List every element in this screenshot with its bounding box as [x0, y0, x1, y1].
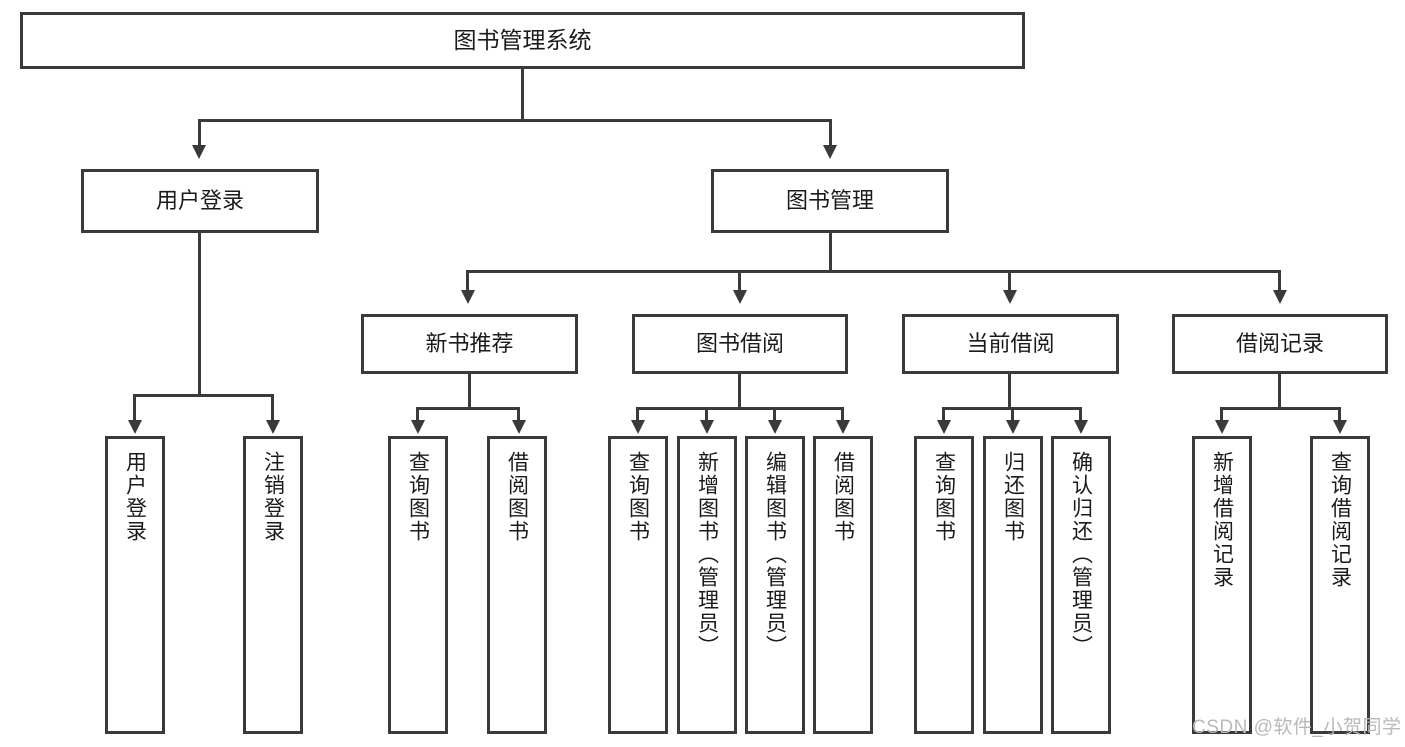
- arrow-nbr-to-leaf-1: [411, 420, 425, 434]
- arrow-cb-to-leaf-3: [1074, 420, 1088, 434]
- edge-cb-to-leaf-1: [942, 407, 945, 422]
- arrow-root-to-user-login: [192, 145, 206, 159]
- node-leaf-query-book-2[interactable]: 查询图书: [608, 436, 668, 734]
- node-leaf-query-record[interactable]: 查询借阅记录: [1310, 436, 1370, 734]
- node-new-book-recommend[interactable]: 新书推荐: [361, 314, 578, 374]
- edge-user-login-to-leaf-1: [133, 394, 136, 422]
- edge-root-to-user-login: [198, 119, 201, 147]
- arrow-bb-to-leaf-3: [768, 420, 782, 434]
- arrow-user-login-to-leaf-1: [128, 420, 142, 434]
- node-label: 确认归还（管理员）: [1069, 451, 1093, 658]
- edge-nbr-bus: [416, 407, 520, 410]
- arrow-user-login-to-leaf-2: [266, 420, 280, 434]
- node-label: 新书推荐: [425, 331, 514, 357]
- arrow-cb-to-leaf-1: [937, 420, 951, 434]
- node-root-system[interactable]: 图书管理系统: [20, 12, 1025, 69]
- arrow-bm-to-book-borrow: [733, 290, 747, 304]
- node-leaf-user-logout[interactable]: 注销登录: [243, 436, 303, 734]
- edge-nbr-down: [468, 374, 471, 410]
- edge-br-down: [1278, 374, 1281, 410]
- arrow-br-to-leaf-2: [1333, 420, 1347, 434]
- node-leaf-add-record[interactable]: 新增借阅记录: [1192, 436, 1252, 734]
- edge-root-down: [521, 69, 524, 121]
- edge-bb-bus: [636, 407, 843, 410]
- edge-user-login-bus: [133, 394, 273, 397]
- csdn-watermark: CSDN @软件_小贺同学: [1192, 717, 1402, 738]
- node-label: 查询图书: [626, 451, 650, 543]
- edge-bm-to-borrow-record: [1278, 270, 1281, 292]
- node-label: 图书管理系统: [453, 26, 592, 53]
- node-leaf-confirm-return[interactable]: 确认归还（管理员）: [1051, 436, 1111, 734]
- arrow-bb-to-leaf-1: [631, 420, 645, 434]
- edge-bb-to-leaf-2: [705, 407, 708, 422]
- edge-bb-down: [738, 374, 741, 410]
- node-leaf-query-book-1[interactable]: 查询图书: [388, 436, 448, 734]
- edge-book-manage-down: [829, 233, 832, 272]
- node-leaf-borrow-book-1[interactable]: 借阅图书: [487, 436, 547, 734]
- node-leaf-borrow-book-2[interactable]: 借阅图书: [813, 436, 873, 734]
- edge-br-to-leaf-2: [1338, 407, 1341, 422]
- node-book-manage[interactable]: 图书管理: [711, 169, 949, 233]
- edge-bb-to-leaf-1: [636, 407, 639, 422]
- node-leaf-user-login[interactable]: 用户登录: [105, 436, 165, 734]
- node-label: 借阅图书: [505, 451, 529, 543]
- edge-root-bus: [198, 119, 831, 122]
- arrow-bb-to-leaf-2: [700, 420, 714, 434]
- node-label: 新增借阅记录: [1210, 451, 1234, 589]
- node-label: 用户登录: [155, 188, 244, 214]
- node-label: 当前借阅: [966, 331, 1055, 357]
- node-label: 编辑图书（管理员）: [763, 451, 787, 658]
- edge-nbr-to-leaf-2: [517, 407, 520, 422]
- node-label: 新增图书（管理员）: [695, 451, 719, 658]
- node-leaf-add-book[interactable]: 新增图书（管理员）: [677, 436, 737, 734]
- edge-book-manage-bus: [466, 270, 1280, 273]
- node-leaf-query-book-3[interactable]: 查询图书: [914, 436, 974, 734]
- edge-cb-down: [1008, 374, 1011, 410]
- arrow-bb-to-leaf-4: [836, 420, 850, 434]
- node-label: 归还图书: [1001, 451, 1025, 543]
- edge-br-bus: [1220, 407, 1340, 410]
- node-label: 图书借阅: [695, 331, 784, 357]
- node-label: 图书管理: [785, 188, 874, 214]
- arrow-bm-to-borrow-record: [1273, 290, 1287, 304]
- node-book-borrow[interactable]: 图书借阅: [632, 314, 848, 374]
- node-user-login[interactable]: 用户登录: [81, 169, 319, 233]
- node-label: 用户登录: [123, 451, 147, 543]
- edge-nbr-to-leaf-1: [416, 407, 419, 422]
- node-label: 借阅图书: [831, 451, 855, 543]
- node-label: 查询图书: [932, 451, 956, 543]
- edge-cb-to-leaf-2: [1011, 407, 1014, 422]
- edge-user-login-to-leaf-2: [271, 394, 274, 422]
- edge-bm-to-current-borrow: [1008, 270, 1011, 292]
- node-label: 查询借阅记录: [1328, 451, 1352, 589]
- arrow-nbr-to-leaf-2: [512, 420, 526, 434]
- arrow-br-to-leaf-1: [1215, 420, 1229, 434]
- arrow-root-to-book-manage: [823, 145, 837, 159]
- edge-br-to-leaf-1: [1220, 407, 1223, 422]
- edge-bb-to-leaf-3: [773, 407, 776, 422]
- node-leaf-return-book[interactable]: 归还图书: [983, 436, 1043, 734]
- edge-bm-to-new-book: [466, 270, 469, 292]
- arrow-cb-to-leaf-2: [1006, 420, 1020, 434]
- node-leaf-edit-book[interactable]: 编辑图书（管理员）: [745, 436, 805, 734]
- arrow-bm-to-new-book: [461, 290, 475, 304]
- arrow-bm-to-current-borrow: [1003, 290, 1017, 304]
- node-label: 注销登录: [261, 451, 285, 543]
- node-label: 查询图书: [406, 451, 430, 543]
- edge-root-to-book-manage: [829, 119, 832, 147]
- edge-user-login-down: [198, 233, 201, 397]
- edge-bm-to-book-borrow: [738, 270, 741, 292]
- edge-bb-to-leaf-4: [841, 407, 844, 422]
- node-borrow-record[interactable]: 借阅记录: [1172, 314, 1388, 374]
- node-label: 借阅记录: [1235, 331, 1324, 357]
- edge-cb-to-leaf-3: [1079, 407, 1082, 422]
- node-current-borrow[interactable]: 当前借阅: [902, 314, 1119, 374]
